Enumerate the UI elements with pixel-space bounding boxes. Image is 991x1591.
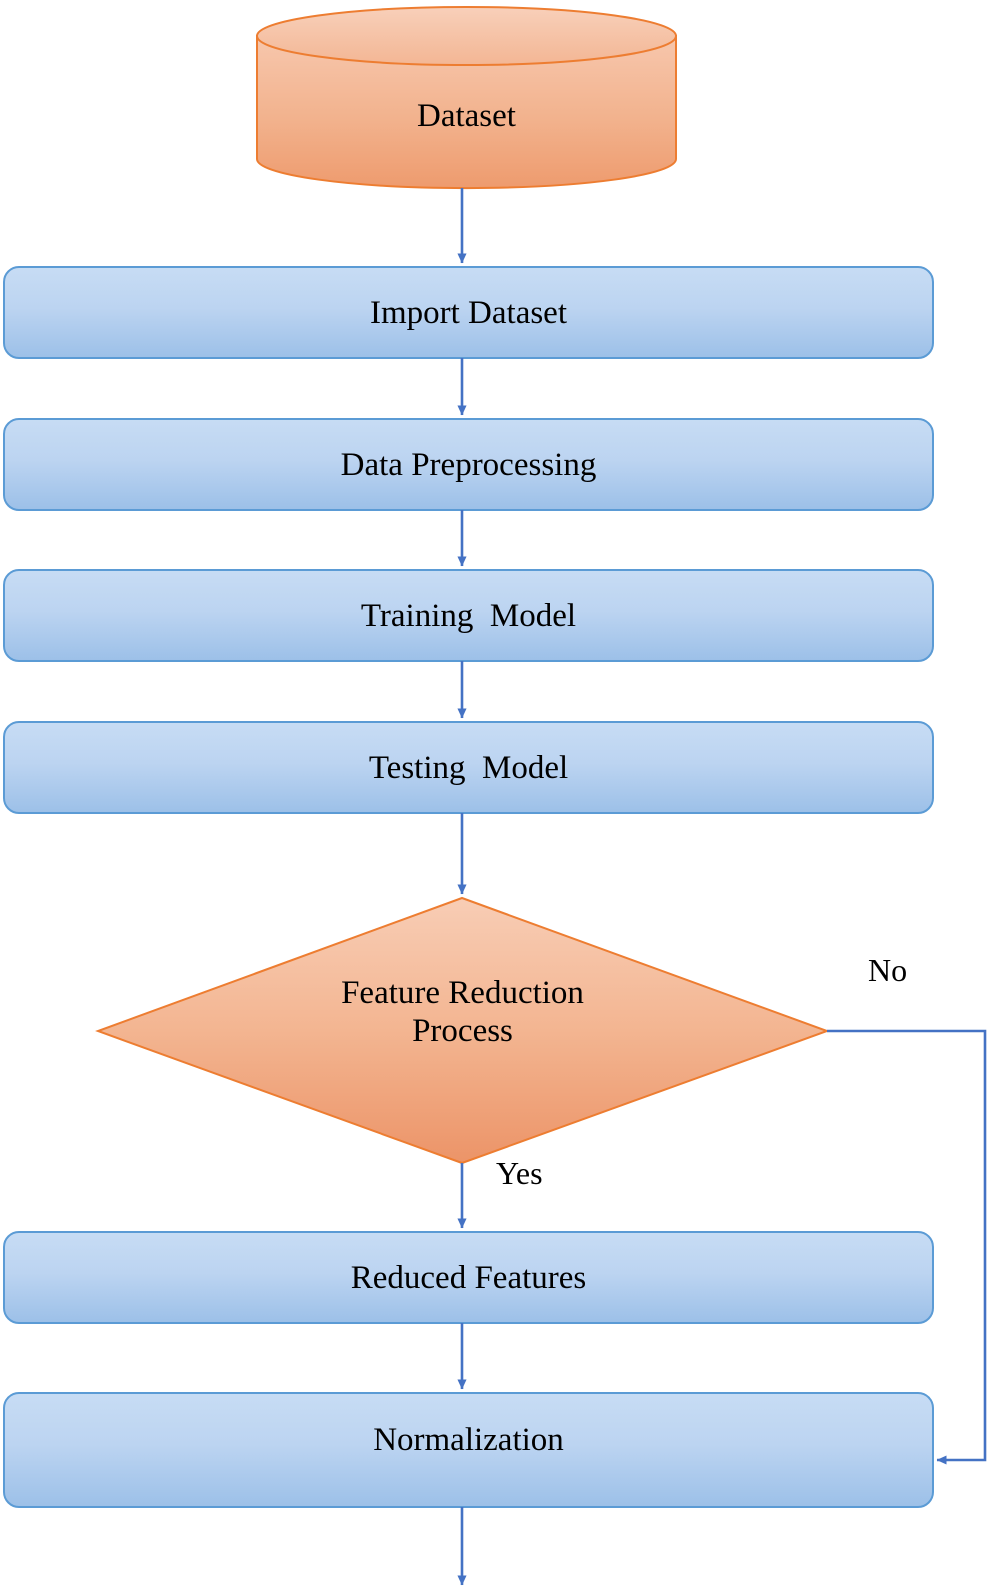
edge-feature-reduction-process-to-normalization-no bbox=[827, 1029, 987, 1465]
node-normalization-shape[interactable] bbox=[3, 1392, 934, 1508]
edge-label-yes: Yes bbox=[496, 1155, 543, 1191]
node-training-model-shape[interactable] bbox=[3, 569, 934, 662]
node-dataset-shape[interactable] bbox=[256, 6, 677, 190]
node-testing-model-shape[interactable] bbox=[3, 721, 934, 814]
node-import-dataset-shape[interactable] bbox=[3, 266, 934, 359]
node-data-preprocessing-shape[interactable] bbox=[3, 418, 934, 511]
cylinder-body bbox=[256, 35, 677, 190]
node-reduced-features-shape[interactable] bbox=[3, 1231, 934, 1324]
cylinder-top bbox=[256, 6, 677, 66]
node-feature-reduction-process-shape[interactable] bbox=[95, 896, 830, 1165]
edge-label-no: No bbox=[868, 952, 908, 988]
